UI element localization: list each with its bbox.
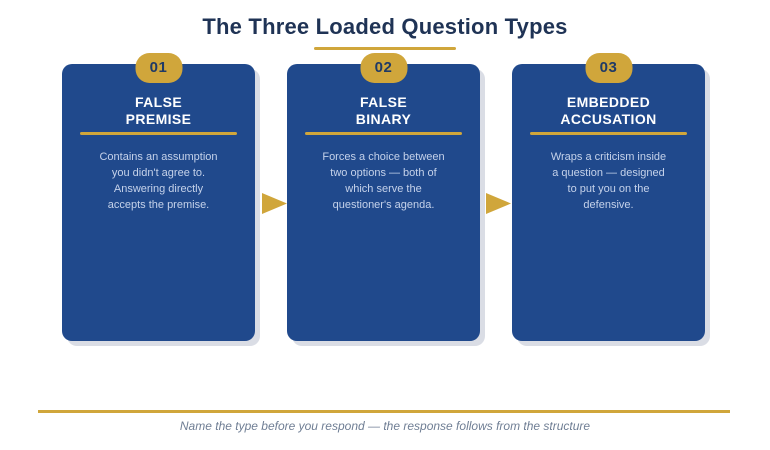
step-number-badge: 03 xyxy=(585,53,632,83)
arrow-right-icon xyxy=(486,193,511,214)
card-false-premise: 01 FALSE PREMISE Contains an assumption … xyxy=(62,53,255,341)
card-title-underline xyxy=(80,132,237,135)
card-false-binary: 02 FALSE BINARY Forces a choice between … xyxy=(287,53,480,341)
card-title: FALSE PREMISE xyxy=(125,94,192,127)
footer-divider xyxy=(38,410,730,413)
title-underline xyxy=(314,47,456,50)
card-description: Wraps a criticism inside a question — de… xyxy=(550,151,667,211)
arrow-right-icon xyxy=(262,193,287,214)
card-description: Contains an assumption you didn't agree … xyxy=(99,151,218,211)
footer-note: Name the type before you respond — the r… xyxy=(179,419,591,433)
card-title: FALSE BINARY xyxy=(355,94,412,127)
page-title: The Three Loaded Question Types xyxy=(202,14,568,39)
step-number-badge: 01 xyxy=(135,53,182,83)
card-title-underline xyxy=(305,132,462,135)
card-embedded-accusation: 03 EMBEDDED ACCUSATION Wraps a criticism… xyxy=(512,53,705,341)
card-title-underline xyxy=(530,132,687,135)
step-number-badge: 02 xyxy=(360,53,407,83)
card-description: Forces a choice between two options — bo… xyxy=(322,151,445,211)
card-title: EMBEDDED ACCUSATION xyxy=(560,94,657,127)
